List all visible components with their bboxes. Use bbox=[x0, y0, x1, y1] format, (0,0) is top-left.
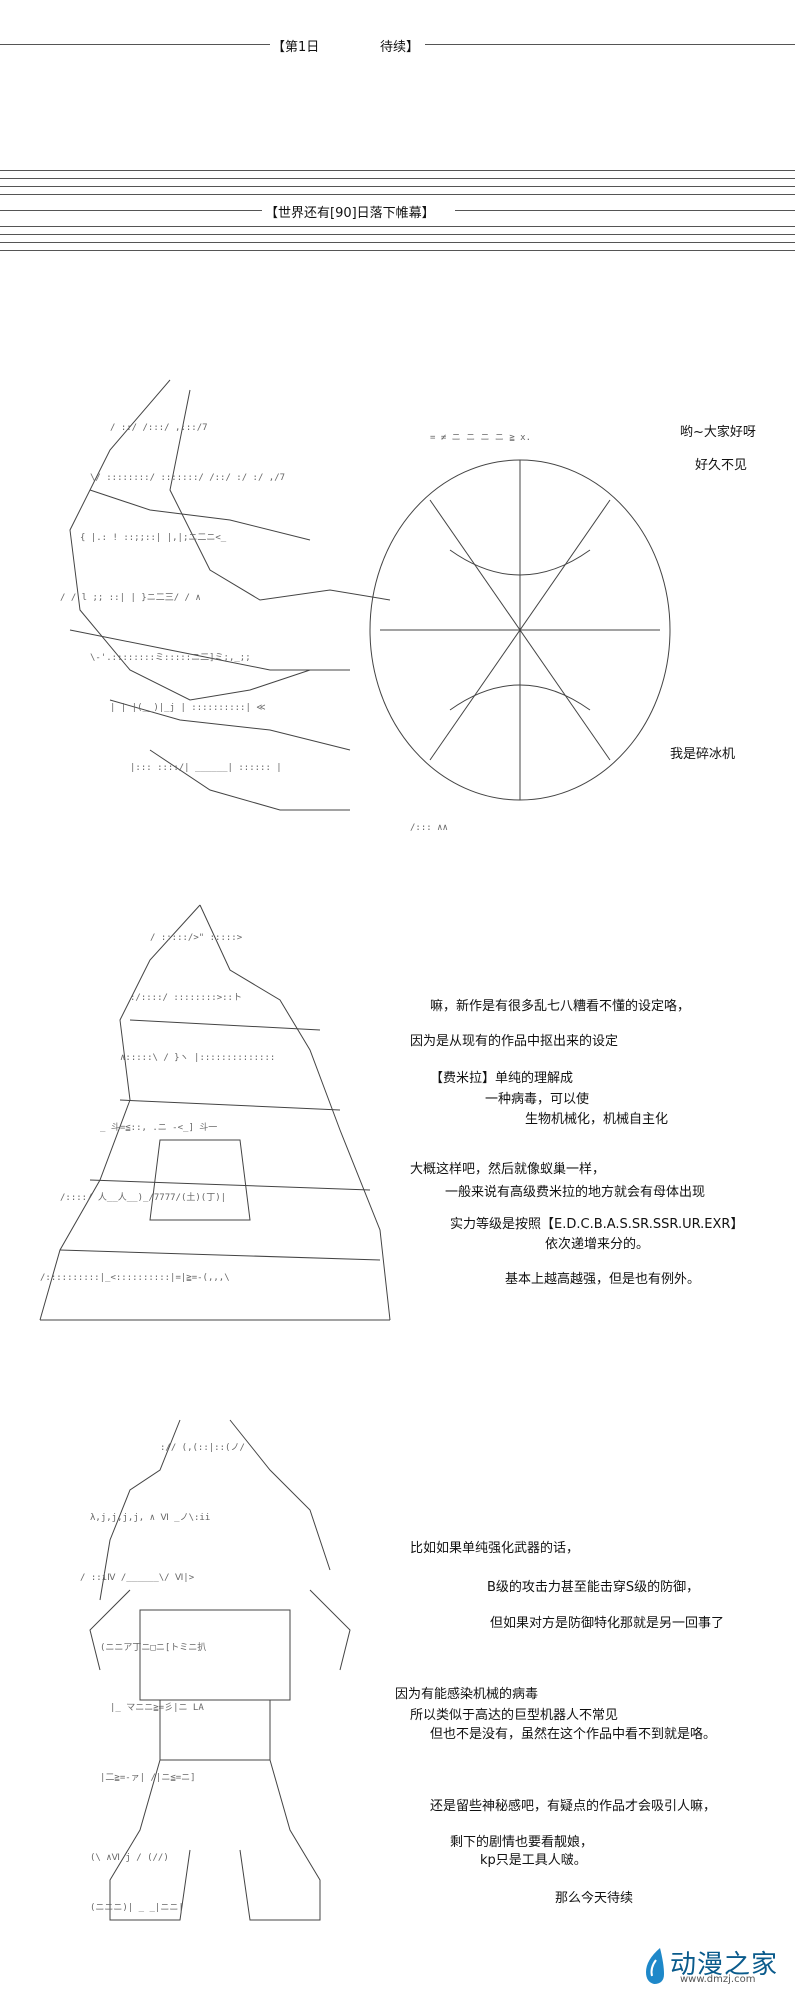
caption-mech-3: 但也不是没有，虽然在这个作品中看不到就是咯。 bbox=[430, 1727, 717, 1742]
svg-text:| | |(__)|_j | ::::::::::|: | | |(__)|_j | ::::::::::| ≪ bbox=[110, 703, 266, 713]
svg-text:/ ::iⅣ /______\/ Ⅵ|>: / ::iⅣ /______\/ Ⅵ|> bbox=[80, 1573, 195, 1583]
dmzj-logo-icon bbox=[646, 1948, 664, 1984]
caption-intro-name: 我是碎冰机 bbox=[670, 747, 736, 762]
ascii-art-creature-orb: / ::/ /:::/ ,:::/7 \/ ::::::::/ :::::::/… bbox=[60, 379, 671, 833]
svg-text:/ :::::/>" :::::>: / :::::/>" :::::> bbox=[150, 933, 243, 943]
svg-text:|二≧=-ァ| /|ニ≦=ニ]: |二≧=-ァ| /|ニ≦=ニ] bbox=[100, 1773, 196, 1783]
banner-title: 【世界还有[90]日落下帷幕】 bbox=[265, 206, 435, 221]
svg-text:(ニニア丁ニ□ニ[トミニ扒: (ニニア丁ニ□ニ[トミニ扒 bbox=[100, 1641, 206, 1653]
caption-rank-3: 基本上越高越强，但是也有例外。 bbox=[505, 1272, 701, 1287]
header-rule-right bbox=[425, 44, 795, 45]
caption-ant-1: 大概这样吧，然后就像蚁巢一样， bbox=[410, 1162, 606, 1177]
caption-long-time: 好久不见 bbox=[695, 458, 748, 473]
svg-text:|::: ::::/| ______| ::::::: |::: ::::/| ______| :::::: | bbox=[130, 763, 282, 773]
svg-text:∧:::::\ / }ヽ |::::::::::::::: ∧:::::\ / }ヽ |:::::::::::::: bbox=[120, 1053, 275, 1063]
svg-text:{ |.: ! ::;;::| |,|;ニ二ニ<_: { |.: ! ::;;::| |,|;ニ二ニ<_ bbox=[80, 533, 227, 543]
ascii-art-robot: :// (,(::|::(ノ/ λ,j,j,j,j, ∧ Ⅵ _ノ\:ii / … bbox=[80, 1419, 351, 1921]
banner-rule-8 bbox=[0, 242, 795, 243]
banner-rule-3 bbox=[0, 186, 795, 187]
banner-rule-7 bbox=[0, 234, 795, 235]
caption-weapon-1: 比如如果单纯强化武器的话， bbox=[410, 1541, 580, 1556]
svg-text::/::::/ ::::::::>::ト: :/::::/ ::::::::>::ト bbox=[130, 993, 242, 1003]
caption-rank-1: 实力等级是按照【E.D.C.B.A.S.SR.SSR.UR.EXR】 bbox=[450, 1217, 744, 1232]
svg-text:\-'.::::::::ミ:::::ニ二]ミ;,_;;: \-'.::::::::ミ:::::ニ二]ミ;,_;; bbox=[90, 653, 251, 663]
svg-text:|_ マニニ≧=彡|ニ LA: |_ マニニ≧=彡|ニ LA bbox=[110, 1702, 204, 1713]
banner-rule-2 bbox=[0, 178, 795, 179]
svg-text:= ≠ ニ ニ ニ ニ ≧ x.: = ≠ ニ ニ ニ ニ ≧ x. bbox=[430, 433, 531, 443]
caption-mystery-2: 剩下的剧情也要看靓娘， bbox=[450, 1835, 594, 1850]
caption-fermila-2: 一种病毒，可以使 bbox=[485, 1092, 590, 1107]
header-rule-left bbox=[0, 44, 270, 45]
caption-mech-2: 所以类似于高达的巨型机器人不常见 bbox=[410, 1708, 619, 1723]
caption-greeting: 哟~大家好呀 bbox=[680, 425, 756, 440]
caption-weapon-3: 但如果对方是防御特化那就是另一回事了 bbox=[490, 1616, 725, 1631]
banner-rule-5b bbox=[455, 210, 795, 211]
svg-text:/ ::/ /:::/ ,:::/7: / ::/ /:::/ ,:::/7 bbox=[110, 423, 208, 433]
caption-ant-2: 一般来说有高级费米拉的地方就会有母体出现 bbox=[445, 1185, 706, 1200]
svg-text:λ,j,j,j,j, ∧ Ⅵ _ノ\:ii: λ,j,j,j,j, ∧ Ⅵ _ノ\:ii bbox=[90, 1513, 210, 1523]
caption-mystery-3: kp只是工具人啵。 bbox=[480, 1853, 587, 1868]
caption-mystery-1: 还是留些神秘感吧，有疑点的作品才会吸引人嘛， bbox=[430, 1799, 717, 1814]
banner-rule-6 bbox=[0, 226, 795, 227]
caption-setting-1: 嘛，新作是有很多乱七八糟看不懂的设定咯， bbox=[430, 999, 691, 1014]
ascii-art-figure-two: / :::::/>" :::::> :/::::/ ::::::::>::ト ∧… bbox=[39, 904, 391, 1321]
banner-rule-1 bbox=[0, 170, 795, 171]
svg-text:/::: ∧∧: /::: ∧∧ bbox=[410, 823, 448, 833]
svg-text:(ニニニ)| _ _|ニニ|: (ニニニ)| _ _|ニニ| bbox=[90, 1903, 184, 1913]
watermark-url: www.dmzj.com bbox=[680, 1974, 756, 1985]
caption-to-be-continued: 那么今天待续 bbox=[555, 1891, 634, 1906]
chapter-label: 【第1日 bbox=[272, 40, 320, 55]
caption-mech-1: 因为有能感染机械的病毒 bbox=[395, 1687, 539, 1702]
svg-text:(\ ∧Ⅵ j / (//): (\ ∧Ⅵ j / (//) bbox=[90, 1853, 169, 1863]
svg-text:_ 斗=≦::, .ニ -<_] 斗一: _ 斗=≦::, .ニ -<_] 斗一 bbox=[100, 1122, 217, 1133]
caption-rank-2: 依次递增来分的。 bbox=[545, 1237, 650, 1252]
svg-text:\/ ::::::::/ :::::::/ /::/ :/: \/ ::::::::/ :::::::/ /::/ :/ :/ ,/7 bbox=[90, 473, 285, 483]
svg-text:/::::::::::|_<::::::::::|=|≧=-: /::::::::::|_<::::::::::|=|≧=-(,,,\ bbox=[40, 1273, 230, 1283]
svg-text:/::::/ 人__人__)_/7777/(土)(丁)|: /::::/ 人__人__)_/7777/(土)(丁)| bbox=[60, 1191, 226, 1203]
watermark-name: 动漫之家 bbox=[670, 1950, 779, 1980]
caption-fermila-1: 【费米拉】单纯的理解成 bbox=[430, 1071, 574, 1086]
caption-setting-2: 因为是从现有的作品中抠出来的设定 bbox=[410, 1034, 619, 1049]
svg-text:/ / l ;; ::| | }ニ二三/ / ∧: / / l ;; ::| | }ニ二三/ / ∧ bbox=[60, 593, 201, 603]
dmzj-watermark: 动漫之家 www.dmzj.com bbox=[640, 1942, 790, 1988]
caption-fermila-3: 生物机械化，机械自主化 bbox=[525, 1112, 669, 1127]
status-label: 待续】 bbox=[380, 40, 420, 55]
banner-rule-5a bbox=[0, 210, 262, 211]
banner-rule-9 bbox=[0, 250, 795, 251]
banner-rule-4 bbox=[0, 194, 795, 195]
svg-text::// (,(::|::(ノ/: :// (,(::|::(ノ/ bbox=[160, 1443, 245, 1453]
caption-weapon-2: B级的攻击力甚至能击穿S级的防御， bbox=[487, 1580, 700, 1595]
